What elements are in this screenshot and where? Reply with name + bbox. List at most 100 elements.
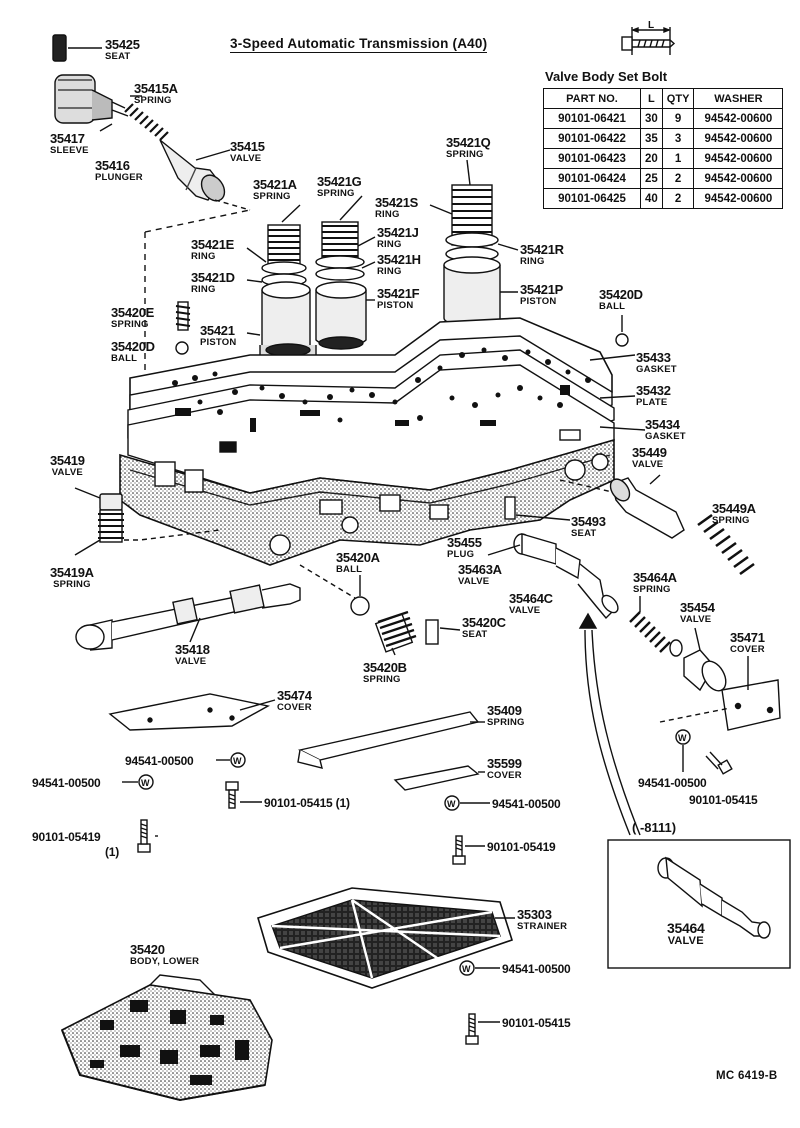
table-row: 90101-06425 40 2 94542-00600 xyxy=(543,188,784,209)
table-cell: 2 xyxy=(661,188,695,209)
table-row: 90101-06423 20 1 94542-00600 xyxy=(543,148,784,169)
bolt-label: 90101-05419 xyxy=(487,840,556,854)
table-cell: 94542-00600 xyxy=(693,108,784,129)
table-cell: 90101-06424 xyxy=(543,168,641,189)
washer-icons: W W W W W xyxy=(138,729,691,976)
table-cell: 9 xyxy=(661,108,695,129)
spring-35449A xyxy=(697,513,755,576)
table-cell: 35 xyxy=(640,128,663,149)
table-cell: 90101-06421 xyxy=(543,108,641,129)
svg-text:W: W xyxy=(447,799,456,809)
table-row: 90101-06422 35 3 94542-00600 xyxy=(543,128,784,149)
bolt-length-label: L xyxy=(648,20,655,31)
inset-serial-range: ( -8111) xyxy=(632,820,677,835)
valve-35419 xyxy=(99,493,123,511)
ball-35420A xyxy=(350,596,370,616)
table-cell: 40 xyxy=(640,188,663,209)
bolt-label: 90101-05419 xyxy=(32,830,101,844)
svg-text:W: W xyxy=(462,964,471,974)
cover-35471 xyxy=(721,679,781,731)
piston-35421P xyxy=(443,184,501,327)
seat-35420C xyxy=(425,619,439,645)
valve-35463A xyxy=(513,533,619,620)
figure-code: MC 6419-B xyxy=(716,1070,778,1082)
svg-text:W: W xyxy=(678,733,687,743)
cover-35599 xyxy=(393,765,480,791)
washer-label: 94541-00500 xyxy=(32,776,101,790)
bolt-table-caption: Valve Body Set Bolt xyxy=(545,69,668,84)
seat-35493 xyxy=(504,496,516,520)
bolt-label: 90101-05415 xyxy=(502,1016,571,1030)
table-cell: 25 xyxy=(640,168,663,189)
valve-35449 xyxy=(609,477,685,539)
washer-label: 94541-00500 xyxy=(638,776,707,790)
piston-35421 xyxy=(259,224,317,369)
table-cell: 90101-06422 xyxy=(543,128,641,149)
cover-35474 xyxy=(108,693,270,731)
valve-body-upper xyxy=(119,438,615,566)
bolt-table-header: WASHER xyxy=(693,88,784,109)
strainer-35303 xyxy=(257,887,513,989)
washer-label: 94541-00500 xyxy=(125,754,194,768)
valve-assembly-35415 xyxy=(54,74,226,202)
svg-text:W: W xyxy=(141,778,150,788)
table-cell: 94542-00600 xyxy=(693,188,784,209)
bolt-table: PART NO. L QTY WASHER 90101-06421 30 9 9… xyxy=(543,88,784,209)
table-cell: 90101-06423 xyxy=(543,148,641,169)
bolt-table-header: QTY xyxy=(661,88,695,109)
table-cell: 2 xyxy=(661,168,695,189)
bolt-qty-label: (1) xyxy=(105,845,120,859)
table-cell: 3 xyxy=(661,128,695,149)
bolt-table-header: PART NO. xyxy=(543,88,641,109)
table-cell: 94542-00600 xyxy=(693,148,784,169)
table-cell: 94542-00600 xyxy=(693,128,784,149)
bolt-label: 90101-05415 xyxy=(689,793,758,807)
bolt-table-header: L xyxy=(640,88,663,109)
svg-text:W: W xyxy=(233,756,242,766)
piston-35421F xyxy=(315,221,367,350)
washer-label: 94541-00500 xyxy=(502,962,571,976)
separator-plates xyxy=(127,317,615,494)
bolt-table-header-row: PART NO. L QTY WASHER xyxy=(543,88,784,109)
spring-35409 xyxy=(297,711,480,761)
diagram-title: 3-Speed Automatic Transmission (A40) xyxy=(230,36,488,53)
